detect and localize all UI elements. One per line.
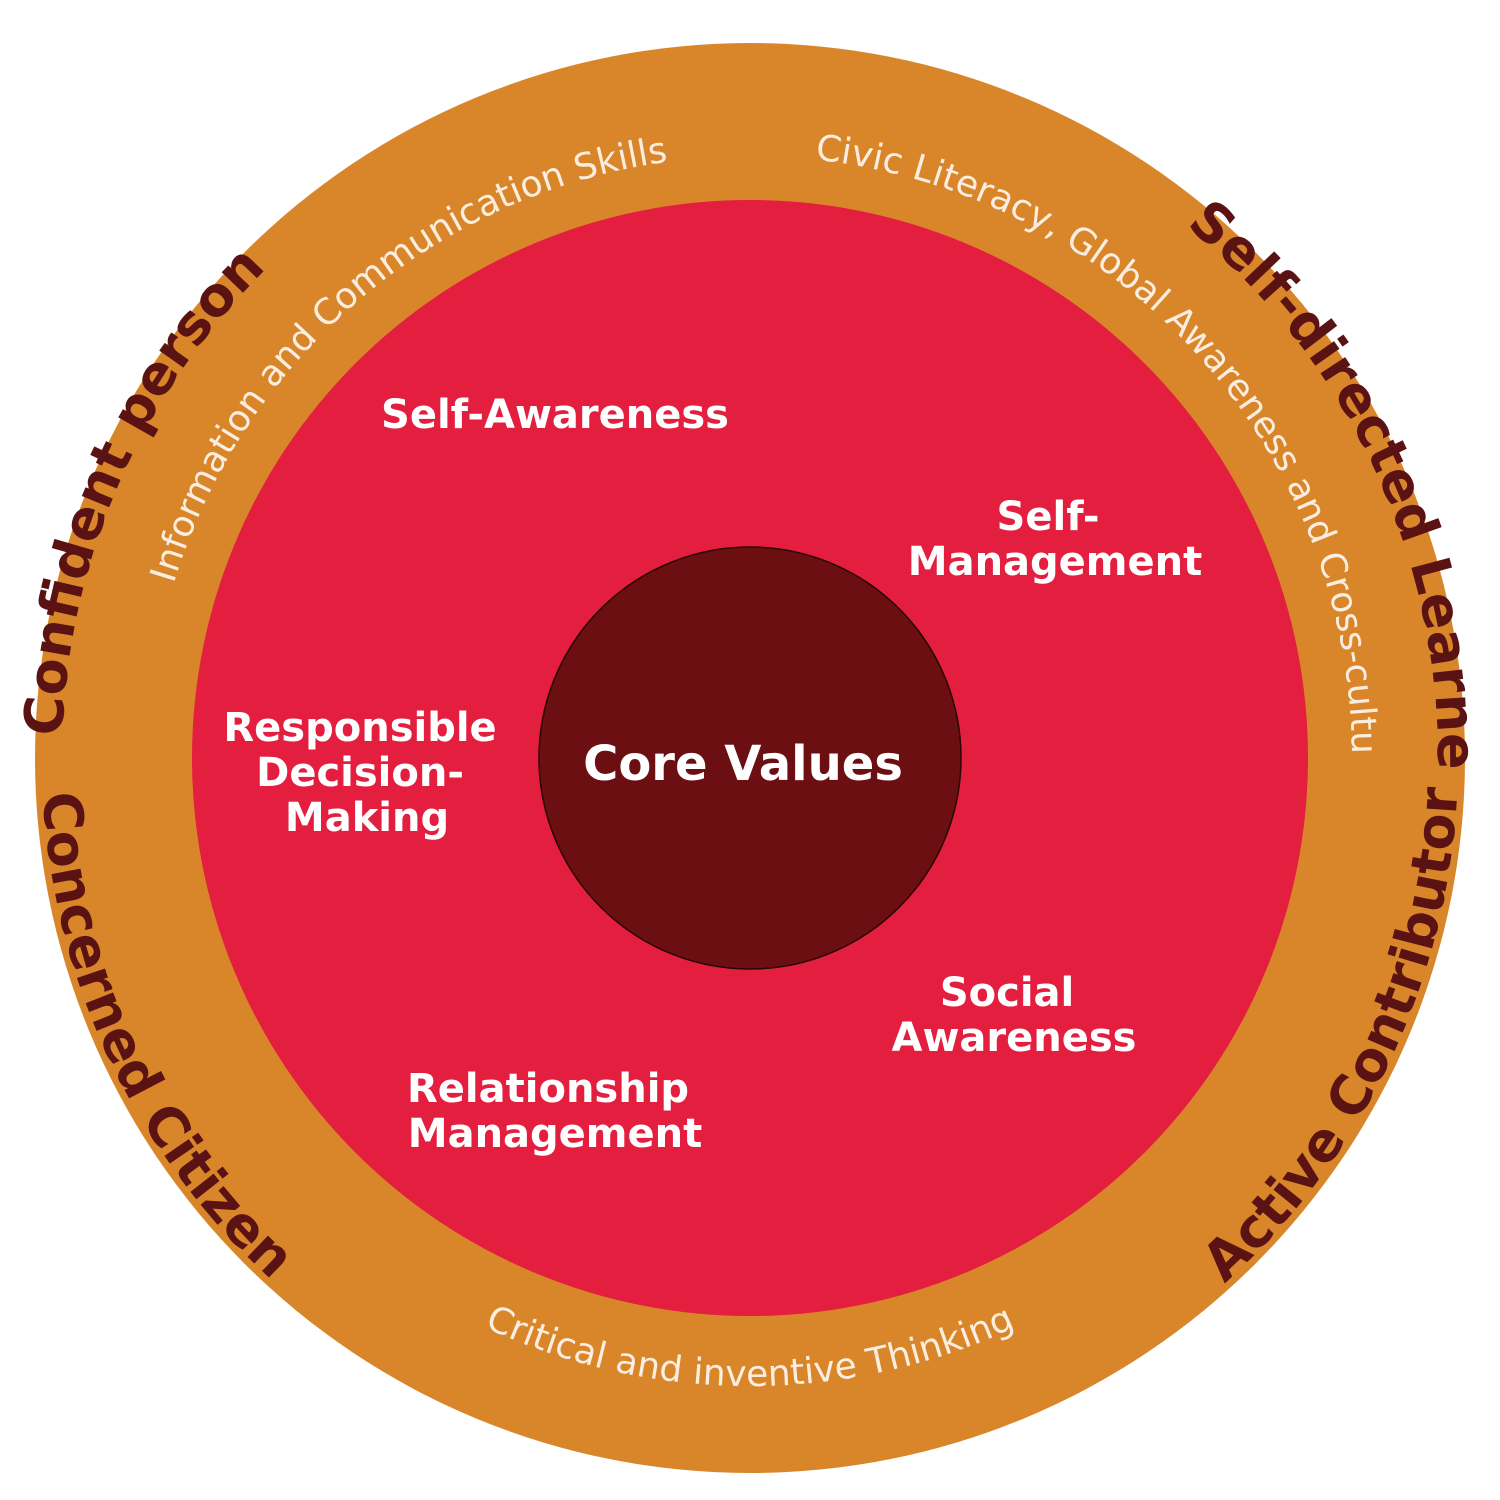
core-values-label: Core Values [583, 736, 903, 792]
competency-social-awareness-line-1: Social [940, 970, 1074, 1016]
competency-self-awareness: Self-Awareness [381, 392, 729, 438]
competency-self-management: Self- Management [908, 494, 1202, 585]
competency-responsible-decision-making: Responsible Decision- Making [223, 705, 510, 841]
competency-self-management-line-2: Management [908, 539, 1202, 585]
competency-relationship-management: Relationship Management [407, 1066, 703, 1157]
competency-responsible-decision-making-line-3: Making [285, 795, 449, 841]
competency-relationship-management-line-1: Relationship [407, 1066, 689, 1112]
competency-relationship-management-line-2: Management [408, 1111, 702, 1157]
competency-social-awareness: Social Awareness [892, 970, 1137, 1061]
competency-responsible-decision-making-line-2: Decision- [256, 750, 464, 796]
competency-self-management-line-1: Self- [997, 494, 1100, 540]
competency-responsible-decision-making-line-1: Responsible [223, 705, 496, 751]
competency-social-awareness-line-2: Awareness [892, 1015, 1137, 1061]
core-circle [538, 546, 962, 970]
